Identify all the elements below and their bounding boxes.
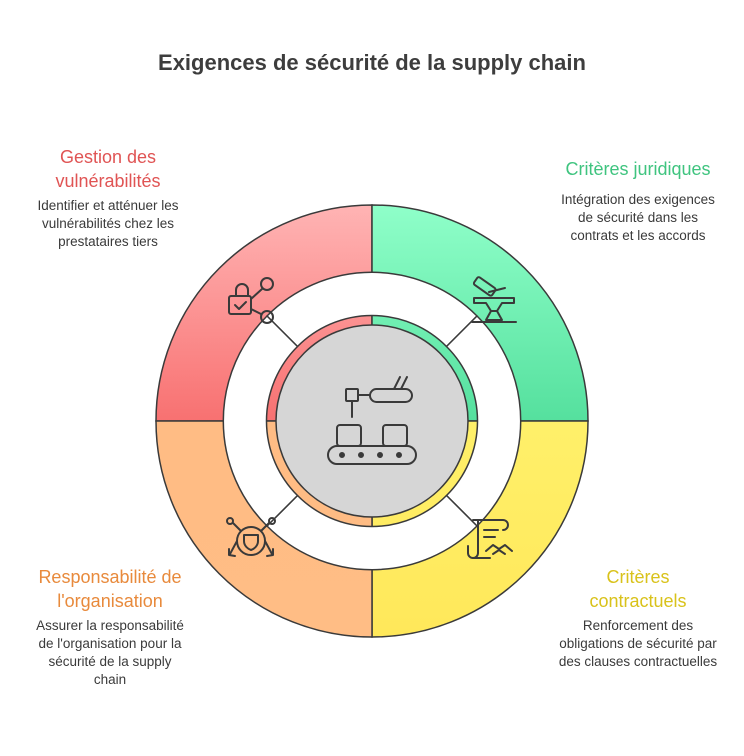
description-vulnerabilities: Identifier et atténuer les vulnérabilité… — [37, 198, 179, 249]
padlock-network-icon — [228, 277, 274, 324]
center-circle — [275, 324, 469, 518]
section-vulnerabilities: Gestion des vulnérabilités Identifier et… — [20, 145, 196, 251]
heading-legal: Critères juridiques — [565, 159, 711, 179]
inner-ring — [222, 271, 522, 571]
heading-contractual: Critères contractuels — [589, 567, 687, 611]
gavel-anvil-icon — [471, 276, 517, 323]
contract-handshake-icon — [467, 519, 513, 559]
section-legal: Critères juridiques Intégration des exig… — [548, 157, 728, 245]
diagram-title: Exigences de sécurité de la supply chain — [158, 50, 586, 75]
conveyor-robot-icon — [327, 376, 417, 465]
heading-responsibility: Responsabilité de l'organisation — [38, 567, 182, 611]
description-legal: Intégration des exigences de sécurité da… — [561, 192, 715, 243]
section-contractual: Critères contractuels Renforcement des o… — [548, 565, 728, 671]
heading-vulnerabilities: Gestion des vulnérabilités — [55, 147, 161, 191]
shield-network-icon — [226, 517, 276, 557]
description-responsibility: Assurer la responsabilité de l'organisat… — [36, 618, 184, 687]
section-responsibility: Responsabilité de l'organisation Assurer… — [22, 565, 198, 689]
description-contractual: Renforcement des obligations de sécurité… — [558, 618, 718, 669]
